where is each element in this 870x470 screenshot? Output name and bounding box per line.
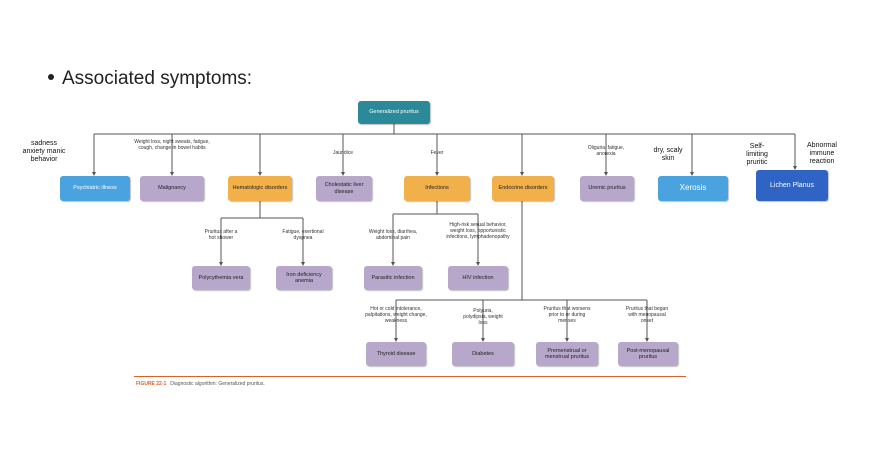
node-psychiatric-illness: Psychiatric illness <box>60 176 130 201</box>
node-thyroid-disease: Thyroid disease <box>366 342 426 366</box>
label-malignancy: Weight loss, night sweats, fatigue, coug… <box>134 139 210 151</box>
label-self-limiting: Self-limiting pruritic <box>746 143 768 166</box>
label-parasitic: Weight loss, diarrhea, abdominal pain <box>368 229 418 241</box>
label-premenstrual: Pruritus that worsens prior to or during… <box>543 306 591 324</box>
node-premenstrual-pruritus: Premenstrual or menstrual pruritus <box>536 342 598 366</box>
label-diabetes: Polyuria, polydipsia, weight loss <box>463 308 503 326</box>
label-thyroid: Hot or cold intolerance, palpitations, w… <box>365 306 427 324</box>
slide-title-text: Associated symptoms: <box>62 68 253 89</box>
node-generalized-pruritus: Generalized pruritus <box>358 101 430 124</box>
node-hematologic-disorders: Hematologic disorders <box>228 176 292 201</box>
label-polycythemia: Pruritus after a hot shower <box>204 229 238 241</box>
node-infections: Infections <box>404 176 470 201</box>
label-postmenopausal: Pruritus that began with menopausal onse… <box>625 306 669 324</box>
caption-divider <box>134 376 686 377</box>
node-parasitic-infection: Parasitic infection <box>364 266 422 290</box>
label-cholestatic: Jaundice <box>332 150 354 156</box>
node-postmenopausal-pruritus: Post-menopausal pruritus <box>618 342 678 366</box>
label-xerosis: dry, scaly skin <box>653 147 683 162</box>
label-iron: Fatigue, exertional dyspnea <box>282 229 324 241</box>
label-infections: Fever <box>430 150 444 156</box>
node-iron-deficiency-anemia: Iron deficiency anemia <box>276 266 332 290</box>
node-uremic-pruritus: Uremic pruritus <box>580 176 634 201</box>
slide-title: Associated symptoms: <box>48 68 252 90</box>
node-diabetes: Diabetes <box>452 342 514 366</box>
node-malignancy: Malignancy <box>140 176 204 201</box>
bullet-icon <box>48 73 54 80</box>
figure-number: FIGURE 22-1 <box>136 381 167 387</box>
node-xerosis: Xerosis <box>658 176 728 201</box>
node-lichen-planus: Lichen Planus <box>756 170 828 201</box>
label-psychiatric: sadness anxiety manic behavior <box>22 140 66 163</box>
label-hiv: High-risk sexual behavior, weight loss, … <box>446 222 510 240</box>
node-hiv-infection: HIV infection <box>448 266 508 290</box>
node-cholestatic-liver-disease: Cholestatic liver disease <box>316 176 372 201</box>
figure-caption-text: Diagnostic algorithm: Generalized prurit… <box>170 381 265 387</box>
node-endocrine-disorders: Endocrine disorders <box>492 176 554 201</box>
label-lichen: Abnormal immune reaction <box>807 142 837 165</box>
label-uremic: Oliguria, fatigue, anorexia <box>587 145 625 157</box>
node-polycythemia-vera: Polycythemia vera <box>192 266 250 290</box>
